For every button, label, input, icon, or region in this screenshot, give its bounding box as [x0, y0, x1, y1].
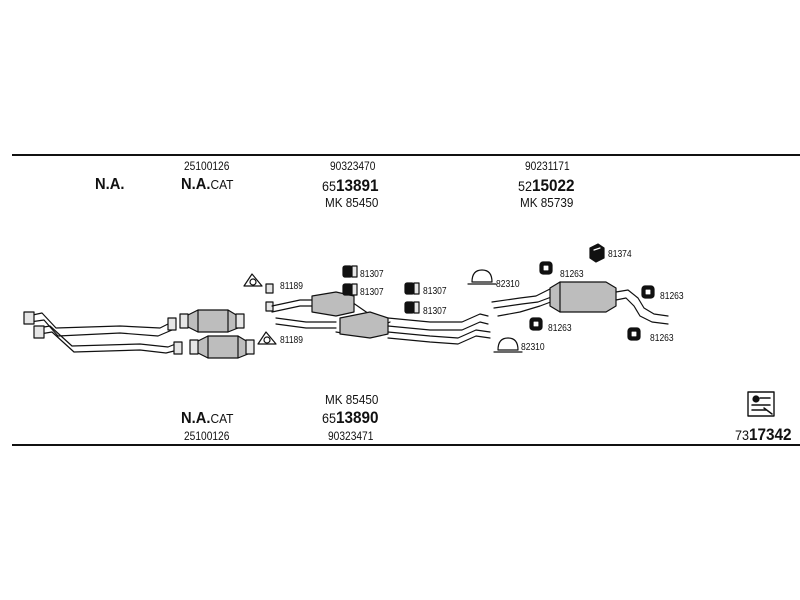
top-front-muffler-code: 90323470 [330, 159, 376, 173]
catalog-reference-prefix: 73 [735, 427, 750, 443]
tailpipe [615, 289, 669, 325]
top-variant-na-label: N.A. [95, 176, 125, 193]
hanger-81263-3 [641, 285, 655, 299]
bottom-front-muffler-number-prefix: 65 [322, 410, 337, 426]
part-ref-81374: 81374 [608, 249, 632, 260]
part-ref-81307-3: 81307 [423, 286, 447, 297]
top-catalyst-prefix: N.A. [181, 176, 211, 193]
part-ref-81263-4: 81263 [650, 333, 674, 344]
bottom-catalyst-code: 25100126 [184, 429, 230, 443]
top-catalyst-code: 25100126 [184, 159, 230, 173]
top-front-muffler-mk: MK 85450 [325, 195, 379, 210]
part-ref-81189-lower: 81189 [280, 335, 304, 346]
clamp-82310-upper [467, 269, 497, 285]
part-ref-81307-4: 81307 [423, 306, 447, 317]
flange-clamp-upper [265, 283, 274, 294]
part-ref-81263-3: 81263 [660, 291, 684, 302]
rear-muffler-pipes [491, 287, 557, 317]
bottom-catalyst-label: N.A.CAT [181, 411, 233, 427]
gasket-81189-upper [243, 273, 263, 287]
front-downpipe [23, 311, 183, 355]
part-ref-81307-1: 81307 [360, 269, 384, 280]
part-ref-82310-lower: 82310 [521, 342, 545, 353]
bottom-front-muffler-number-main: 13890 [336, 408, 379, 427]
catalog-reference-main: 17342 [749, 425, 792, 444]
bottom-catalyst-suffix: CAT [210, 411, 234, 426]
top-front-muffler-number: 6513891 [322, 177, 379, 194]
part-ref-81189-upper: 81189 [280, 281, 304, 292]
bottom-front-muffler-number: 6513890 [322, 409, 379, 426]
top-front-muffler-number-prefix: 65 [322, 178, 337, 194]
flange-clamp-lower [265, 301, 274, 312]
top-rear-muffler-mk: MK 85739 [520, 195, 574, 210]
bottom-front-muffler-code: 90323471 [328, 429, 374, 443]
intermediate-pipes [387, 313, 491, 345]
top-catalyst-label: N.A.CAT [181, 177, 233, 193]
top-catalyst-suffix: CAT [210, 177, 234, 192]
top-divider-line [12, 154, 800, 156]
top-rear-muffler-number: 5215022 [518, 177, 575, 194]
bottom-front-muffler-mk: MK 85450 [325, 392, 379, 407]
hanger-81307-1 [342, 265, 358, 278]
catalytic-converter-lower [189, 335, 255, 359]
hanger-81263-2 [529, 317, 543, 331]
top-rear-muffler-number-main: 15022 [532, 176, 575, 195]
part-ref-81263-1: 81263 [560, 269, 584, 280]
catalytic-converter-upper [179, 309, 245, 333]
clamp-82310-lower [493, 337, 523, 353]
rear-muffler-body [549, 281, 617, 313]
hanger-81307-2 [342, 283, 358, 296]
hanger-81307-4 [404, 301, 420, 314]
part-ref-81307-2: 81307 [360, 287, 384, 298]
hanger-81307-3 [404, 282, 420, 295]
top-rear-muffler-code: 90231171 [525, 159, 570, 173]
top-rear-muffler-number-prefix: 52 [518, 178, 533, 194]
hanger-81263-1 [539, 261, 553, 275]
gasket-81189-lower [257, 331, 277, 345]
bracket-81374 [589, 243, 605, 263]
catalog-logo-icon [747, 391, 775, 417]
part-ref-82310-upper: 82310 [496, 279, 520, 290]
part-ref-81263-2: 81263 [548, 323, 572, 334]
top-front-muffler-number-main: 13891 [336, 176, 379, 195]
catalog-reference-number: 7317342 [735, 426, 792, 443]
bottom-catalyst-prefix: N.A. [181, 410, 211, 427]
bottom-divider-line [12, 444, 800, 446]
hanger-81263-4 [627, 327, 641, 341]
front-muffler-body [311, 291, 389, 339]
